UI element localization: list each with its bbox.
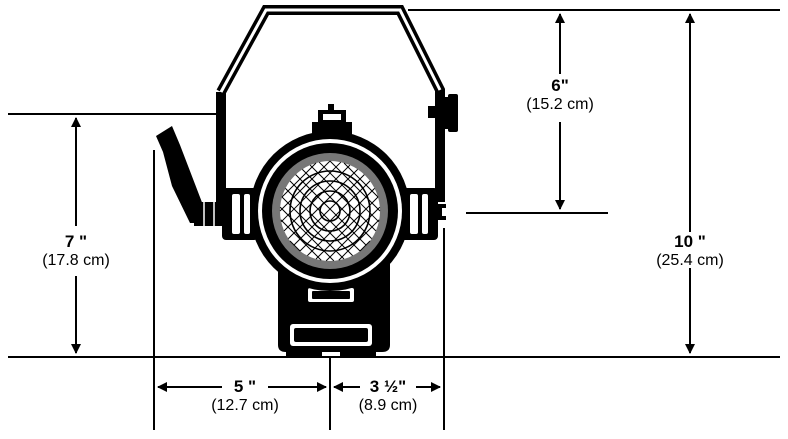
mesh-wire [293, 174, 365, 246]
mesh-wire [299, 180, 371, 252]
mesh-wire [283, 164, 351, 232]
mesh-wire [285, 188, 353, 256]
mesh-wire [307, 188, 375, 256]
height-total-label: 10 " (25.4 cm) [640, 232, 740, 270]
mesh-wire [315, 196, 379, 260]
dimension-arrows [71, 13, 695, 392]
rear-depth-imperial: 5 " [233, 377, 257, 396]
body-height-metric: (17.8 cm) [42, 251, 110, 269]
mesh-wire [289, 180, 361, 252]
mesh-wire [329, 160, 381, 212]
mesh-wire [338, 219, 380, 261]
front-depth-metric: (8.9 cm) [358, 396, 418, 414]
pivot-right [400, 188, 448, 240]
front-depth-imperial: 3 ½" [369, 377, 407, 396]
rear-depth-label: 5 " (12.7 cm) [195, 377, 295, 415]
safety-mesh [279, 160, 381, 262]
tilt-knob [428, 94, 458, 132]
body-height-label: 7 " (17.8 cm) [26, 232, 126, 270]
height-total-metric: (25.4 cm) [656, 251, 724, 269]
rear-depth-metric: (12.7 cm) [211, 396, 279, 414]
pivot-left [222, 188, 258, 240]
mesh-wire [280, 161, 342, 223]
mesh-wire [301, 168, 373, 240]
mesh-wire [281, 196, 345, 260]
yoke-height-label: 6" (15.2 cm) [510, 76, 610, 114]
body-height-imperial: 7 " [64, 232, 88, 251]
mesh-wire [289, 240, 301, 252]
lamp-head [250, 131, 410, 291]
mesh-wire [279, 160, 331, 212]
yoke-height-imperial: 6" [551, 76, 569, 95]
reference-lines [8, 9, 780, 430]
mesh-wire [280, 219, 322, 261]
mesh-wire [343, 162, 379, 198]
height-total-imperial: 10 " [674, 232, 706, 251]
mesh-wire [318, 161, 380, 223]
mesh-wire [279, 206, 335, 262]
mesh-wire [309, 164, 377, 232]
mesh-wire [281, 162, 317, 198]
mesh-wire [325, 206, 381, 262]
mesh-wire [287, 168, 359, 240]
side-handle [156, 126, 224, 226]
mesh-wire [359, 240, 371, 252]
yoke-height-metric: (15.2 cm) [526, 95, 594, 113]
front-depth-label: 3 ½" (8.9 cm) [348, 377, 428, 415]
mesh-wire [295, 174, 367, 246]
